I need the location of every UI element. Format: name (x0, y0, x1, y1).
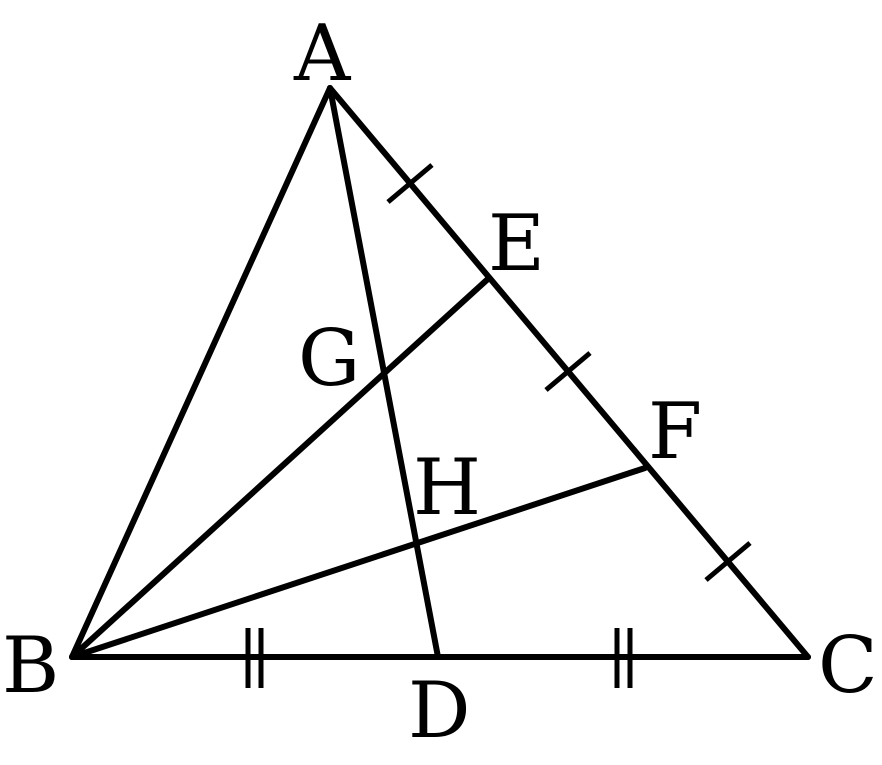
segment-bf (69, 465, 648, 660)
label-a: A (293, 9, 352, 99)
label-d: D (408, 666, 471, 756)
double-tick-dc (614, 628, 633, 688)
label-h: H (413, 443, 481, 533)
label-c: C (818, 621, 878, 711)
side-ab (69, 85, 333, 660)
tick-ef (544, 351, 592, 392)
label-b: B (2, 621, 59, 711)
tick-ae (386, 163, 434, 204)
tick-fc (704, 541, 752, 582)
label-g: G (298, 314, 360, 404)
segment-be (69, 275, 492, 660)
label-f: F (648, 387, 702, 477)
label-e: E (488, 199, 545, 289)
double-tick-bd (245, 628, 264, 688)
